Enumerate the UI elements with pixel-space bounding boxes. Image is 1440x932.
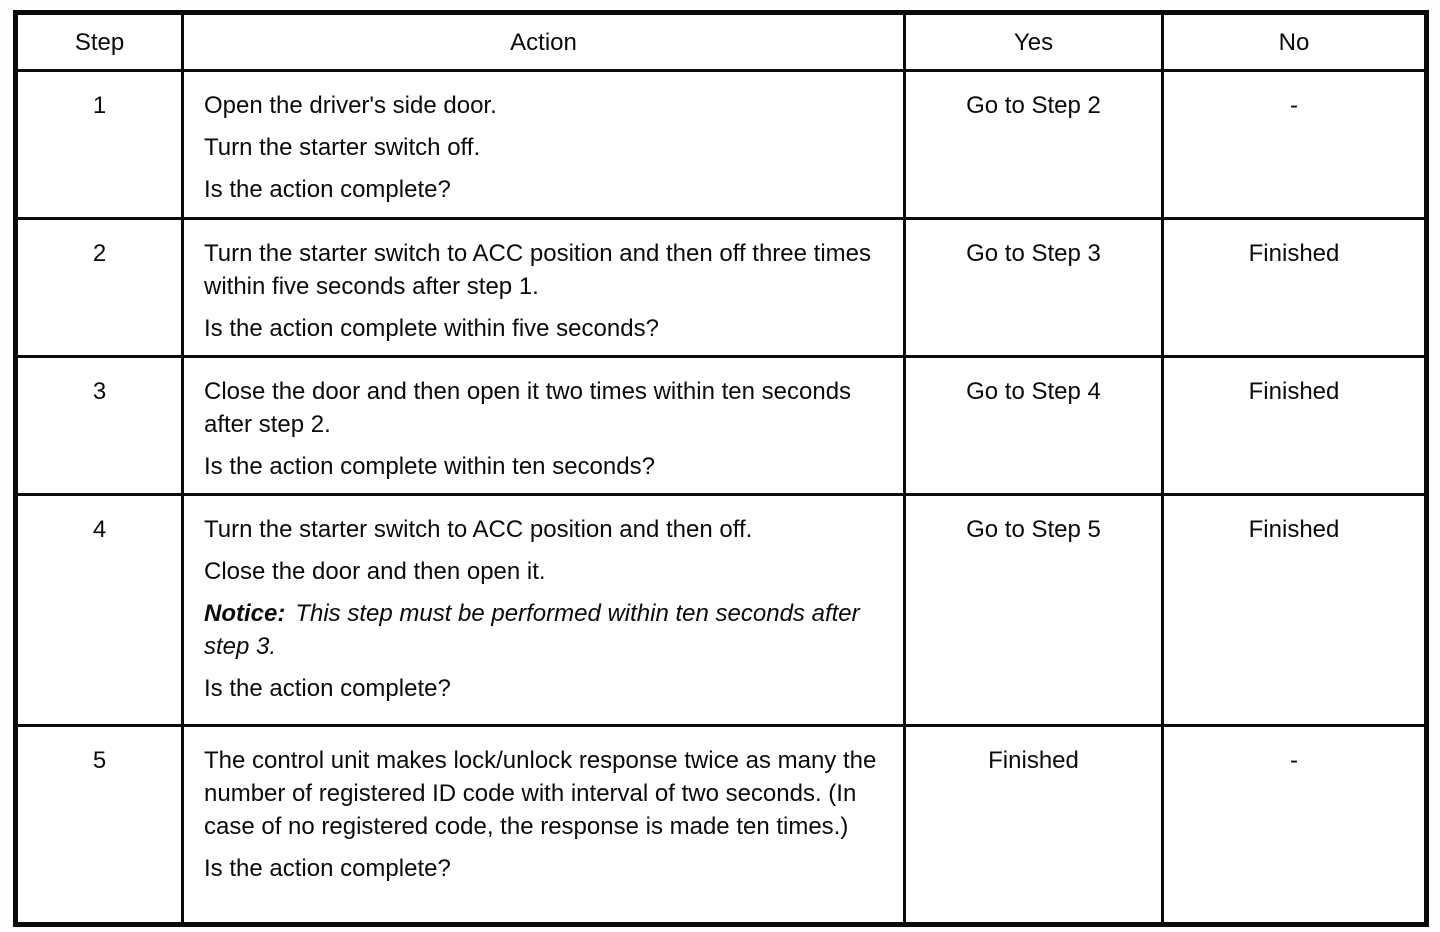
header-cell-no: No <box>1161 11 1428 72</box>
table-row: 2 Turn the starter switch to ACC positio… <box>14 217 1428 358</box>
step-number: 4 <box>14 493 184 727</box>
header-cell-action: Action <box>181 11 906 72</box>
table-row: 5 The control unit makes lock/unlock res… <box>14 724 1428 926</box>
procedure-table: Step Action Yes No 1 Open the driver's s… <box>13 10 1429 927</box>
yes-cell: Go to Step 4 <box>903 355 1164 496</box>
action-paragraph: Is the action complete? <box>204 675 451 702</box>
header-cell-yes: Yes <box>903 11 1164 72</box>
step-number: 5 <box>14 724 184 926</box>
action-cell: Open the driver's side door. Turn the st… <box>181 69 906 220</box>
yes-cell: Finished <box>903 724 1164 926</box>
action-paragraph: Is the action complete within five secon… <box>204 315 659 342</box>
notice-text: This step must be performed within ten s… <box>204 600 860 660</box>
action-paragraph: Close the door and then open it two time… <box>204 378 852 438</box>
action-paragraph: Turn the starter switch to ACC position … <box>204 516 753 543</box>
action-paragraph: Turn the starter switch to ACC position … <box>204 240 871 300</box>
yes-cell: Go to Step 3 <box>903 217 1164 358</box>
action-cell: The control unit makes lock/unlock respo… <box>181 724 906 926</box>
action-paragraph: Turn the starter switch off. <box>204 134 481 161</box>
step-number: 3 <box>14 355 184 496</box>
table-row: 4 Turn the starter switch to ACC positio… <box>14 493 1428 727</box>
action-paragraph: Close the door and then open it. <box>204 558 546 585</box>
action-cell: Close the door and then open it two time… <box>181 355 906 496</box>
step-number: 1 <box>14 69 184 220</box>
action-cell: Turn the starter switch to ACC position … <box>181 493 906 727</box>
no-cell: - <box>1161 724 1428 926</box>
action-paragraph: Is the action complete? <box>204 176 451 203</box>
yes-cell: Go to Step 5 <box>903 493 1164 727</box>
action-cell: Turn the starter switch to ACC position … <box>181 217 906 358</box>
action-paragraph: Is the action complete within ten second… <box>204 453 655 480</box>
yes-cell: Go to Step 2 <box>903 69 1164 220</box>
no-cell: Finished <box>1161 355 1428 496</box>
notice-label: Notice: <box>204 600 286 627</box>
no-cell: Finished <box>1161 493 1428 727</box>
action-paragraph: Open the driver's side door. <box>204 92 497 119</box>
step-number: 2 <box>14 217 184 358</box>
table-row: 3 Close the door and then open it two ti… <box>14 355 1428 496</box>
action-paragraph: Is the action complete? <box>204 855 451 882</box>
header-cell-step: Step <box>14 11 184 72</box>
no-cell: Finished <box>1161 217 1428 358</box>
table-row: 1 Open the driver's side door. Turn the … <box>14 69 1428 220</box>
table-header-row: Step Action Yes No <box>14 11 1428 72</box>
action-paragraph: The control unit makes lock/unlock respo… <box>204 747 877 840</box>
notice-paragraph: Notice:This step must be performed withi… <box>204 597 879 663</box>
no-cell: - <box>1161 69 1428 220</box>
